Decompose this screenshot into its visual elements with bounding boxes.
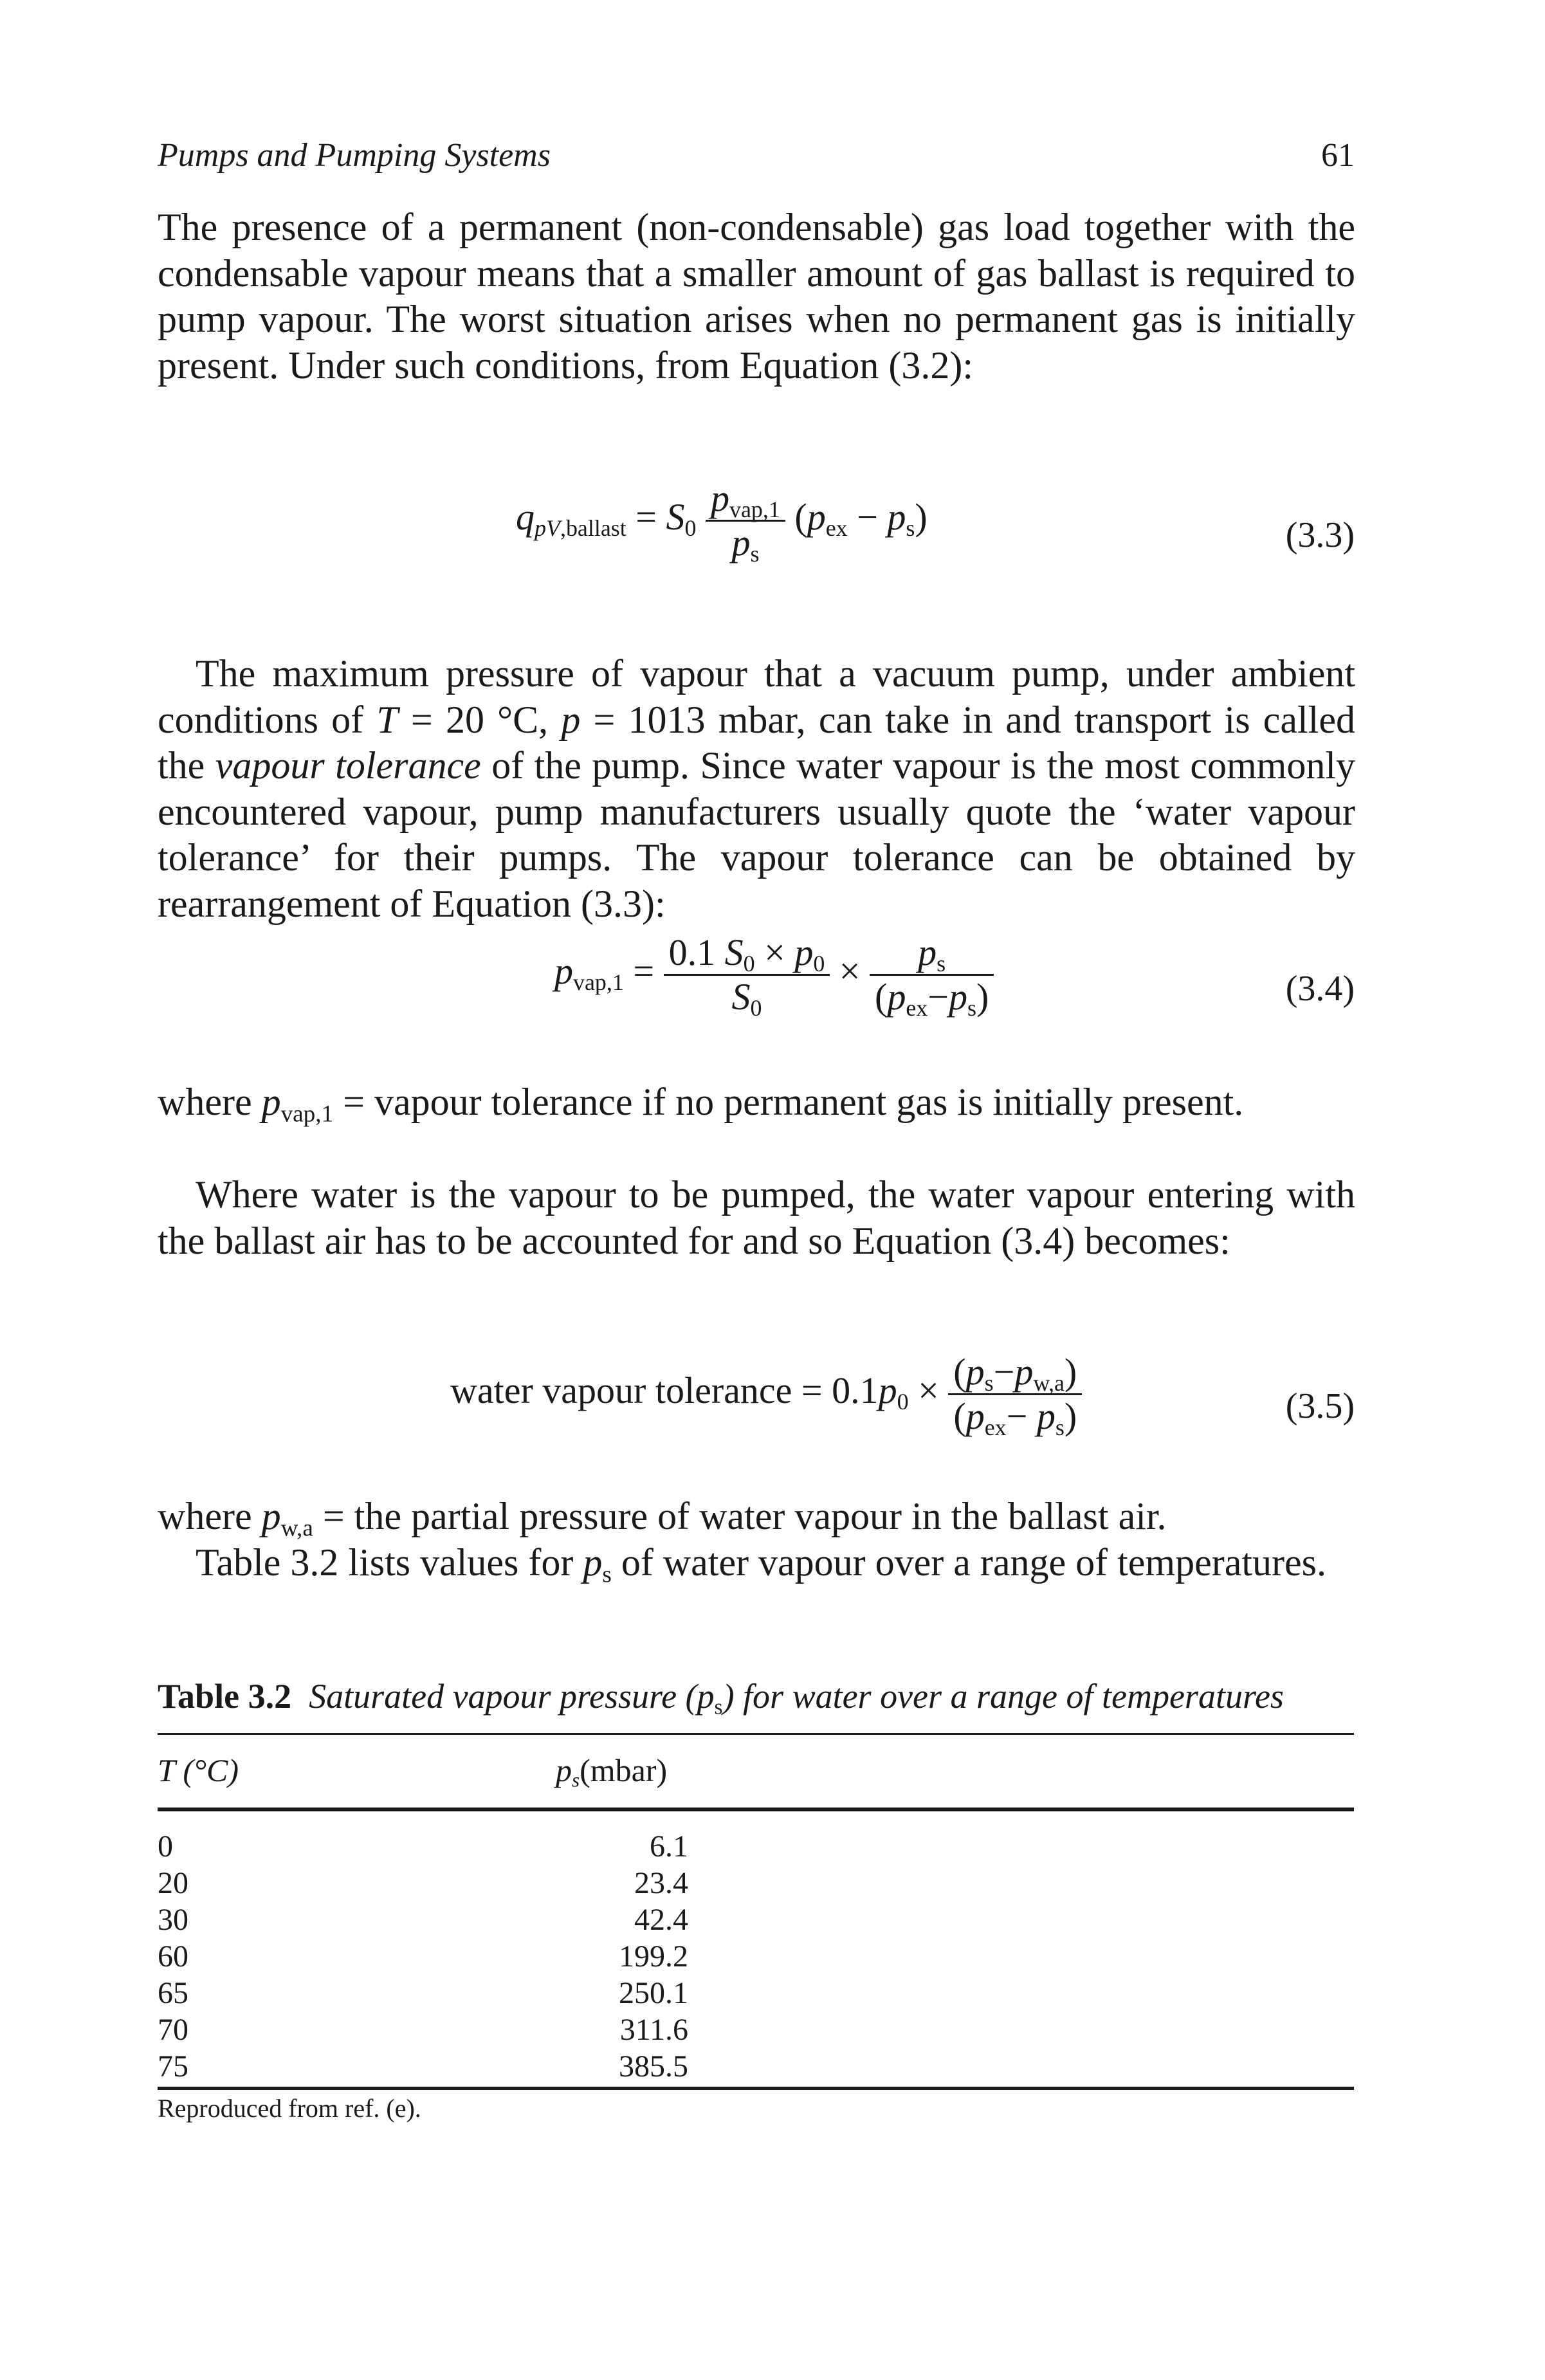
- table-label: Table 3.2: [158, 1677, 292, 1716]
- table-cell-p: 250.1: [619, 1976, 688, 2010]
- running-title: Pumps and Pumping Systems: [158, 137, 551, 174]
- equation-number-3-5: (3.5): [1285, 1386, 1355, 1426]
- equation-3-4: pvap,1 = 0.1 S0 × p0 S0 × ps (pex−ps): [554, 931, 994, 1020]
- table-top-rule: [158, 1733, 1354, 1735]
- paragraph-gas-load: The presence of a permanent (non-condens…: [158, 206, 1355, 387]
- paragraph-table-intro: Table 3.2 lists values for ps of water v…: [196, 1541, 1326, 1588]
- table-header-pressure: ps(mbar): [556, 1752, 668, 1791]
- table-header-temperature: T (°C): [158, 1752, 239, 1788]
- equation-3-3: qpV,ballast = S0 pvap,1 ps (pex − ps): [516, 477, 928, 567]
- equation-3-5: water vapour tolerance = 0.1p0 × (ps−pw,…: [450, 1351, 1083, 1439]
- fraction-ps-minus-pwa: (ps−pw,a) (pex− ps): [948, 1351, 1083, 1439]
- table-cell-t: 30: [158, 1903, 188, 1937]
- table-cell-p: 6.1: [650, 1829, 688, 1863]
- table-cell-p: 42.4: [634, 1903, 688, 1937]
- table-caption: Table 3.2 Saturated vapour pressure (ps)…: [158, 1677, 1284, 1719]
- table-cell-t: 0: [158, 1829, 173, 1863]
- table-cell-t: 75: [158, 2049, 188, 2083]
- paragraph-where-pwa: where pw,a = the partial pressure of wat…: [158, 1495, 1167, 1542]
- equation-number-3-3: (3.3): [1285, 515, 1355, 555]
- table-cell-t: 65: [158, 1976, 188, 2010]
- table-cell-t: 70: [158, 2013, 188, 2047]
- table-header-rule: [158, 1808, 1354, 1811]
- fraction-ps-over-pex-minus-ps: ps (pex−ps): [870, 931, 994, 1020]
- paragraph-where-pvap: where pvap,1 = vapour tolerance if no pe…: [158, 1081, 1244, 1128]
- table-cell-t: 20: [158, 1866, 188, 1900]
- page-number: 61: [1321, 137, 1355, 174]
- fraction-s0-p0-over-s0: 0.1 S0 × p0 S0: [663, 931, 830, 1020]
- paragraph-water-vapour: Where water is the vapour to be pumped, …: [158, 1173, 1355, 1262]
- table-cell-p: 385.5: [619, 2049, 688, 2083]
- table-cell-p: 23.4: [634, 1866, 688, 1900]
- term-vapour-tolerance: vapour tolerance: [215, 744, 481, 787]
- table-footnote: Reproduced from ref. (e).: [158, 2094, 421, 2123]
- table-bottom-rule: [158, 2087, 1354, 2090]
- table-cell-t: 60: [158, 1939, 188, 1973]
- paragraph-vapour-tolerance: The maximum pressure of vapour that a va…: [158, 652, 1355, 925]
- table-cell-p: 199.2: [619, 1939, 688, 1973]
- equation-number-3-4: (3.4): [1285, 969, 1355, 1009]
- table-cell-p: 311.6: [619, 2013, 688, 2047]
- fraction-pvap-over-ps: pvap,1 ps: [706, 477, 785, 565]
